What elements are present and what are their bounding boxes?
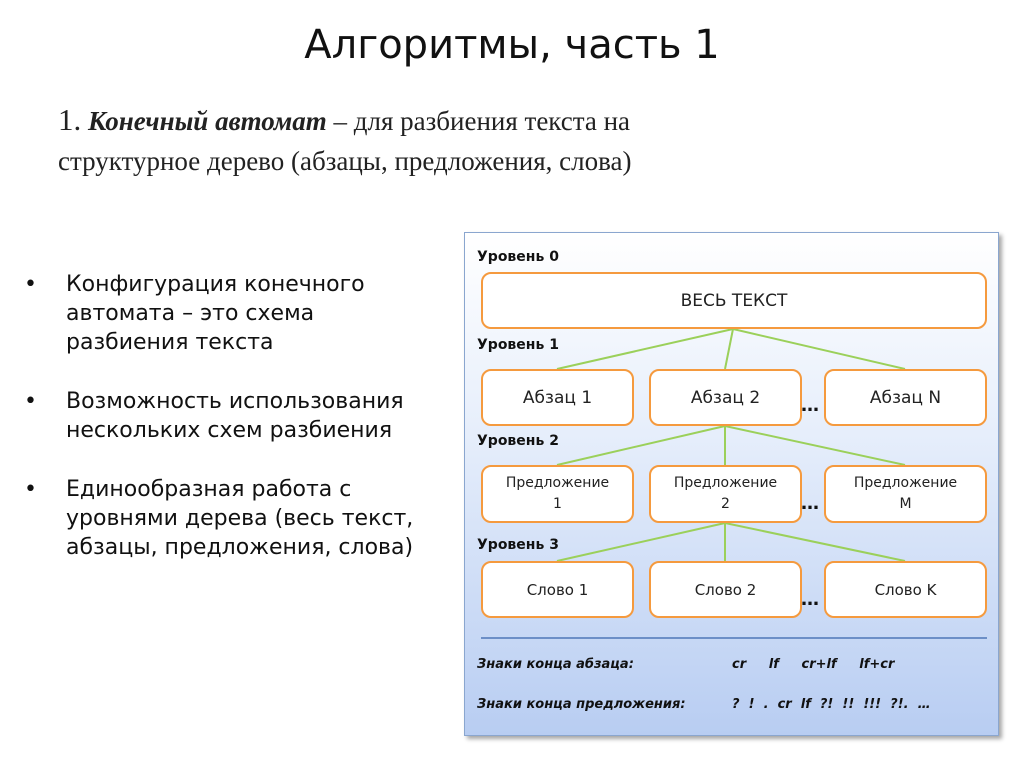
connector-lines [556, 328, 906, 562]
word-node: Слово 1 [481, 561, 634, 618]
bullet-marker: • [24, 272, 37, 297]
paragraph-node: Абзац 1 [481, 369, 634, 426]
ellipsis: … [801, 493, 819, 514]
sentence-node-index: M [899, 496, 912, 512]
slide-title: Алгоритмы, часть 1 [304, 22, 720, 68]
intro-text: 1. Конечный автомат – для разбиения текс… [58, 100, 938, 181]
sentence-node-label: Предложение [673, 475, 778, 491]
sentence-node: Предложение M [824, 465, 987, 523]
bullet-text: Возможность использования нескольких схе… [66, 389, 404, 443]
sentence-ends-label: Знаки конца предложения: [477, 697, 686, 712]
bullet-marker: • [24, 477, 37, 502]
sentence-node-label: Предложение [853, 475, 958, 491]
connector-line [732, 328, 906, 370]
connector-line [724, 522, 906, 562]
word-node: Слово 2 [649, 561, 802, 618]
sentence-node: Предложение 2 [649, 465, 802, 523]
sentence-node: Предложение 1 [481, 465, 634, 523]
paragraph-node: Абзац 2 [649, 369, 802, 426]
bullet-item: • Единообразная работа с уровнями дерева… [22, 475, 432, 562]
connector-line [724, 328, 734, 370]
sentence-ends-values: ? ! . cr lf ?! !! !!! ?!. … [732, 697, 931, 712]
bullet-text: Конфигурация конечного автомата – это сх… [66, 272, 365, 355]
sentence-node-label: Предложение [505, 475, 610, 491]
level-0-label: Уровень 0 [477, 249, 559, 265]
separator-line [481, 637, 987, 639]
level-3-label: Уровень 3 [477, 537, 559, 553]
level-2-label: Уровень 2 [477, 433, 559, 449]
connector-line [724, 425, 906, 466]
bullet-list: • Конфигурация конечного автомата – это … [22, 270, 432, 592]
level-1-label: Уровень 1 [477, 337, 559, 353]
word-node: Слово K [824, 561, 987, 618]
connector-line [556, 425, 726, 466]
connector-line [556, 328, 734, 370]
intro-line2: структурное дерево (абзацы, предложения,… [58, 146, 632, 176]
intro-rest: – для разбиения текста на [326, 106, 631, 136]
ellipsis: … [801, 395, 819, 416]
sentence-node-index: 2 [721, 496, 730, 512]
intro-number: 1. [58, 102, 82, 137]
ellipsis: … [801, 589, 819, 610]
root-node: ВЕСЬ ТЕКСТ [481, 272, 987, 329]
paragraph-ends-label: Знаки конца абзаца: [477, 657, 634, 672]
sentence-node-index: 1 [553, 496, 562, 512]
connector-line [556, 522, 726, 562]
intro-term: Конечный автомат [88, 106, 327, 136]
tree-diagram-panel: Уровень 0 ВЕСЬ ТЕКСТ Уровень 1 Абзац 1 А… [464, 232, 999, 736]
bullet-item: • Конфигурация конечного автомата – это … [22, 270, 432, 357]
paragraph-ends-values: cr lf cr+lf lf+cr [732, 657, 895, 672]
bullet-text: Единообразная работа с уровнями дерева (… [66, 477, 414, 560]
bullet-marker: • [24, 389, 37, 414]
bullet-item: • Возможность использования нескольких с… [22, 387, 432, 445]
paragraph-node: Абзац N [824, 369, 987, 426]
